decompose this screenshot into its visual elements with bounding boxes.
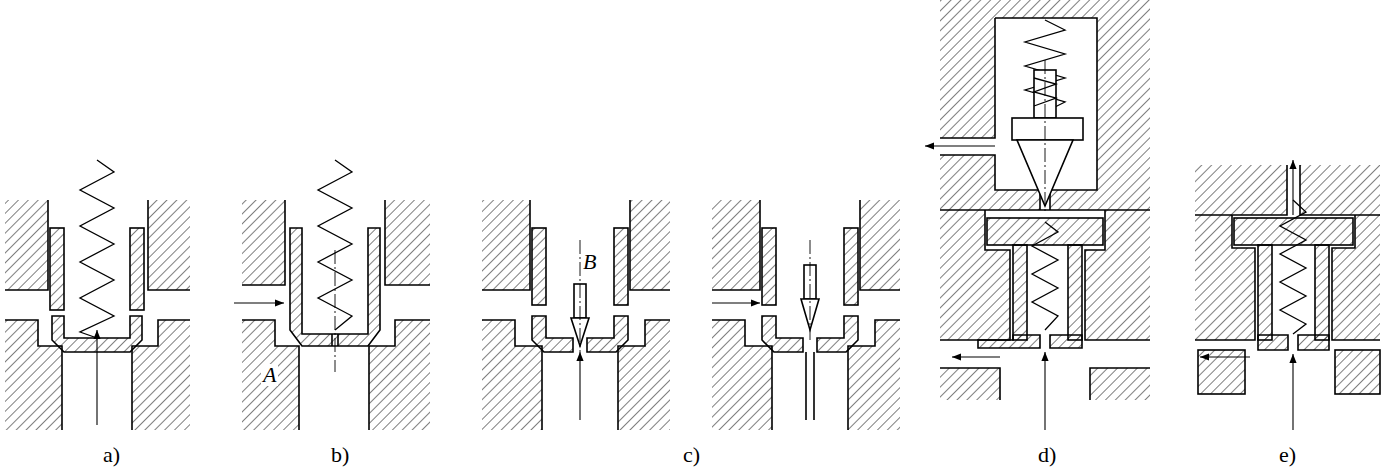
valve-a-part [80,160,114,338]
valve-a-part [130,228,144,310]
valve-c-left-part [482,200,530,290]
valve-b-part [369,320,430,430]
valve-d-part [940,250,1010,340]
valve-e [1195,160,1380,430]
valve-a-part [5,200,48,290]
valve-a-part [96,330,97,425]
valve-d-part [1032,222,1058,330]
valve-d-part [940,368,1000,400]
valve-c-right-part [844,228,858,305]
valve-c-left-part [587,316,628,352]
valve-c-right-part [813,352,815,420]
valve-c-right-part [810,240,811,340]
valve-c-right-part [817,316,858,352]
valve-c-right-part [805,352,807,420]
valve-e-part [1332,248,1380,340]
valve-a-part [50,228,64,310]
subfigure-caption: d) [1036,444,1058,466]
valve-a-part [148,200,190,290]
subfigure-caption: e) [1277,444,1298,466]
valve-e-part [1315,245,1329,340]
valve-c-left-part [532,228,546,305]
valve-e-part [1195,165,1380,215]
valve-d [925,0,1150,430]
valve-a-part [148,200,190,290]
valve-e-part [1335,350,1380,394]
part-letter: A [261,364,278,386]
valve-e-part [1292,160,1293,215]
subfigure-caption: c) [681,444,702,466]
valve-b-part [242,200,285,285]
valve-e-part [1280,200,1306,334]
valve-b-part [337,334,339,346]
valve-e-part [1298,335,1329,350]
valve-e-part [1195,215,1232,248]
valve-d-part [940,18,1097,210]
valve-c-left-part [579,352,580,420]
valve-c-right [712,200,900,430]
valve-c-right-part [762,228,776,305]
valve-d-part [1044,352,1045,430]
valve-e-part [1292,354,1293,430]
valve-c-right-part [712,200,760,290]
valve-e-part [1195,248,1255,340]
valve-b-part [242,320,299,430]
valve-e-part [1200,356,1250,357]
valve-e-part [1234,218,1353,245]
valve-d-part [1090,368,1150,400]
valve-d-part [1013,245,1027,340]
valve-d-part [1085,250,1150,340]
valve-a [5,160,190,430]
valve-e-part [1335,350,1380,394]
subfigure-caption: a) [101,444,122,466]
valve-a-part [5,200,48,290]
valve-e-part [1258,335,1288,350]
valve-d-part [925,145,995,146]
valve-e-part [1258,245,1272,340]
valve-c-left-part [630,200,670,290]
valve-b-part [242,200,285,285]
valve-e-part [1355,215,1380,248]
part-letter: B [581,251,598,273]
valve-b-part [331,334,333,346]
valve-d-part [1045,60,1046,212]
valve-b-part [369,320,430,430]
valve-d-part [940,368,1000,400]
valve-c-left-part [614,228,628,305]
valve-d-part [978,335,1040,348]
valve-e-part [1195,165,1380,215]
valve-b-part [385,200,430,285]
valve-d-part [1012,118,1083,140]
valve-d-part [1090,368,1150,400]
valve-d-part [1105,210,1150,250]
valve-c-right-part [712,200,760,290]
valve-c-left [482,200,670,430]
valve-b-part [242,320,299,430]
subfigure-caption: b) [329,444,351,466]
valve-d-part [940,210,985,250]
valve-b-part [335,250,336,372]
valve-b-part [385,200,430,285]
valve-c-left-part [482,200,530,290]
valve-d-part [940,210,1150,340]
valve-c-right-part [860,200,900,290]
valve-d-part [952,356,1000,357]
valve-c-right-part [860,200,900,290]
valve-c-left-part [630,200,670,290]
valve-c-right-part [712,302,760,303]
valve-b [234,160,430,430]
valve-c-left-part [532,316,573,352]
valve-d-part [1050,335,1082,348]
valve-c-right-part [762,316,803,352]
valve-d-part [1068,245,1082,340]
valve-b-part [234,302,284,303]
